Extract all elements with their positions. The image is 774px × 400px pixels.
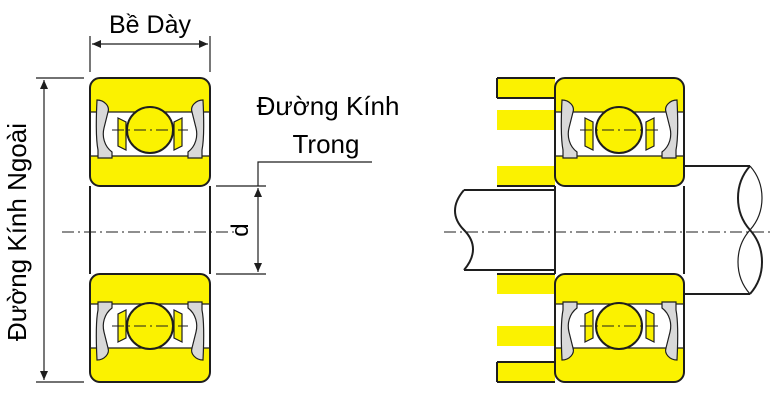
inner-diameter-dimension [216, 161, 372, 275]
outer-diameter-label: Đường Kính Ngoài [2, 123, 32, 341]
d-label: d [227, 223, 254, 236]
assembly-bottom-ring [554, 273, 685, 383]
shaft [454, 165, 763, 295]
width-label: Bề Dày [109, 11, 191, 39]
left-bearing [62, 77, 238, 383]
inner-diameter-label-line1: Đường Kính [257, 91, 400, 121]
top-ring-section [89, 77, 211, 187]
inner-diameter-label-line2: Trong [293, 129, 360, 159]
bottom-ring-section [89, 273, 211, 383]
outer-diameter-dimension [36, 77, 84, 383]
housing [496, 77, 555, 383]
right-assembly [444, 77, 770, 383]
width-dimension [89, 36, 211, 72]
assembly-top-ring [554, 77, 685, 187]
